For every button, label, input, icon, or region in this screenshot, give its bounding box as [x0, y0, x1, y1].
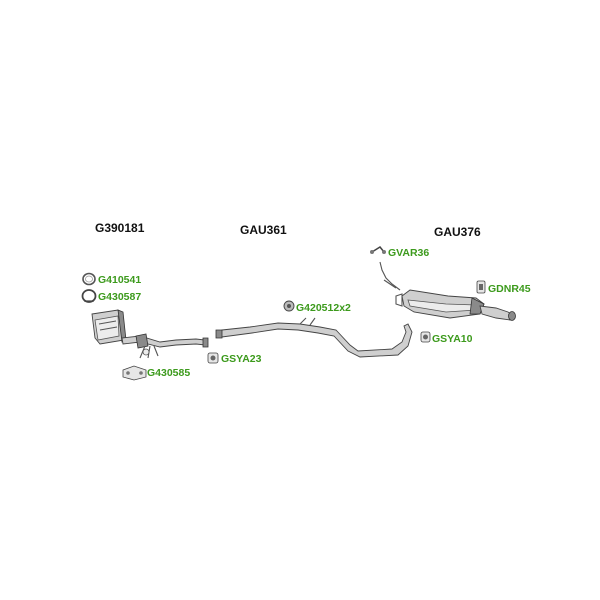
intermediate-pipe[interactable] [215, 317, 413, 358]
rear-silencer[interactable] [395, 289, 516, 321]
section-label-front: G390181 [95, 221, 145, 235]
middle-mount-icon[interactable] [207, 352, 219, 364]
rear-mount-icon[interactable] [420, 331, 431, 343]
hanger-bracket[interactable] [379, 261, 401, 291]
rubber-mount-icon[interactable] [476, 280, 486, 294]
bolt-set-icon[interactable] [283, 300, 295, 312]
part-label-middle-mount[interactable]: GSYA23 [221, 353, 262, 365]
part-label-clamp[interactable]: G430587 [98, 291, 141, 303]
part-label-rear-mount[interactable]: GSYA10 [432, 333, 473, 345]
part-label-ring-gasket[interactable]: G410541 [98, 274, 141, 286]
hanger-bracket-icon[interactable] [370, 246, 386, 254]
catalytic-converter[interactable] [91, 309, 127, 345]
flange-gasket-icon[interactable] [122, 365, 147, 381]
part-label-rubber-mount[interactable]: GDNR45 [488, 283, 531, 295]
clamp-icon[interactable] [81, 289, 97, 303]
front-pipe[interactable] [121, 333, 209, 359]
section-label-rear: GAU376 [434, 225, 481, 239]
part-label-flange-gasket[interactable]: G430585 [147, 367, 190, 379]
part-label-bolt-set[interactable]: G420512x2 [296, 302, 351, 314]
ring-gasket-icon[interactable] [82, 272, 96, 286]
part-label-hanger-bracket[interactable]: GVAR36 [388, 247, 429, 259]
section-label-middle: GAU361 [240, 223, 287, 237]
